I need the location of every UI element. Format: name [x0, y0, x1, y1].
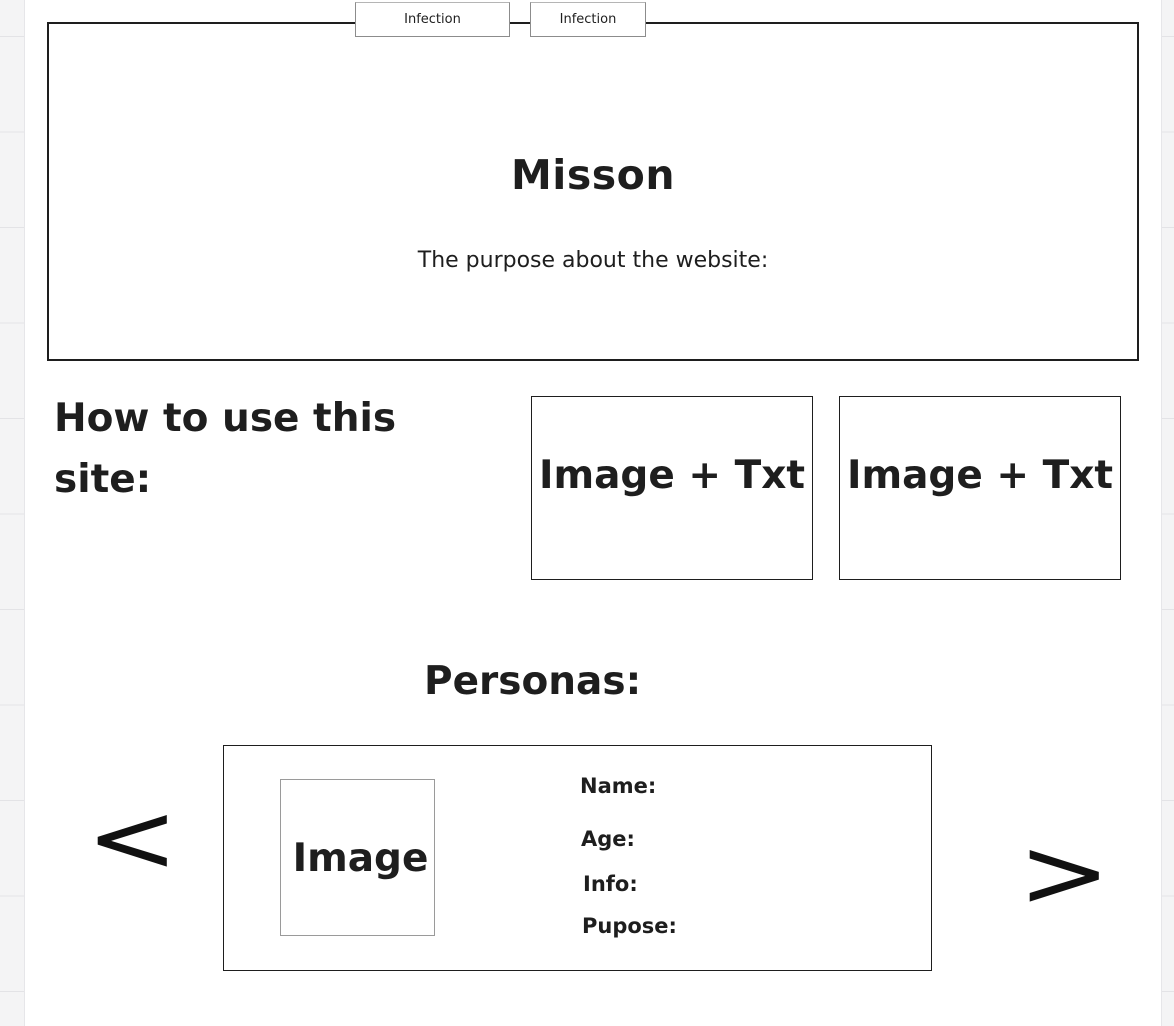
- mission-subtitle: The purpose about the website:: [417, 248, 769, 273]
- persona-image-placeholder: Image: [280, 779, 435, 936]
- mission-section: [47, 22, 1139, 361]
- next-arrow-icon[interactable]: >: [1017, 817, 1111, 929]
- persona-name-label: Name:: [580, 774, 657, 798]
- howto-card-1[interactable]: Image + Txt: [531, 396, 813, 580]
- persona-age-label: Age:: [581, 827, 635, 851]
- nav-tab-infection-2[interactable]: Infection: [530, 2, 646, 37]
- personas-title: Personas:: [424, 659, 642, 704]
- persona-image-label: Image: [292, 836, 429, 881]
- howto-title: How to use this site:: [54, 388, 454, 510]
- nav-tab-infection-1[interactable]: Infection: [355, 2, 510, 37]
- prev-arrow-icon[interactable]: <: [85, 782, 179, 894]
- howto-title-line1: How to use this: [54, 396, 397, 441]
- howto-card-label: Image + Txt: [846, 453, 1114, 498]
- howto-card-2[interactable]: Image + Txt: [839, 396, 1121, 580]
- howto-card-label: Image + Txt: [538, 453, 806, 498]
- mission-title: Misson: [510, 151, 676, 199]
- persona-info-label: Info:: [583, 872, 638, 896]
- persona-purpose-label: Pupose:: [582, 914, 677, 938]
- howto-title-line2: site:: [54, 457, 152, 502]
